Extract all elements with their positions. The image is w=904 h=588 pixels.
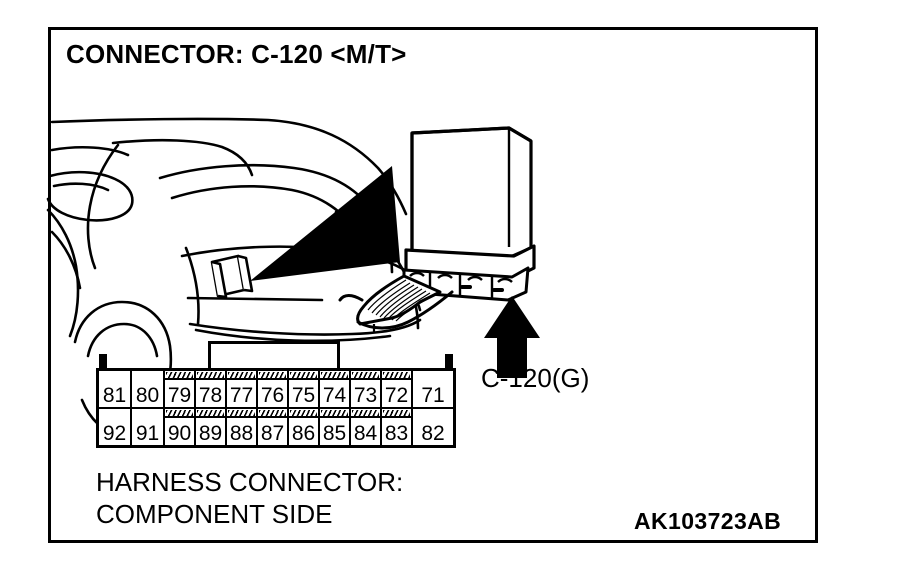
figure-art-code: AK103723AB	[634, 508, 782, 534]
pin-number: 84	[353, 422, 378, 445]
pin-number: 78	[198, 384, 223, 407]
pin-cell-81: 81	[99, 371, 132, 407]
connector-tab-right	[445, 354, 453, 368]
connector-pin-grid: 81 80 79 78 77 76 75 74 73 72 71 92 91 90 89 88 87 86 85 8…	[96, 368, 456, 448]
connector-callout-label: C-120(G)	[481, 363, 590, 393]
caption-line-2: COMPONENT SIDE	[96, 499, 333, 529]
pin-cell-72: 72	[382, 371, 413, 407]
pin-number: 92	[102, 422, 127, 445]
pin-number: 86	[291, 422, 316, 445]
pin-cell-80: 80	[132, 371, 165, 407]
pin-number: 88	[229, 422, 254, 445]
pin-cell-75: 75	[289, 371, 320, 407]
pin-cell-82: 82	[413, 409, 453, 445]
pin-number: 71	[421, 384, 445, 407]
pin-number: 87	[260, 422, 285, 445]
pin-number: 77	[229, 384, 254, 407]
pin-number: 72	[384, 384, 409, 407]
pin-cell-92: 92	[99, 409, 132, 445]
caption-line-1: HARNESS CONNECTOR:	[96, 467, 404, 497]
pin-cell-84: 84	[351, 409, 382, 445]
pin-cell-89: 89	[196, 409, 227, 445]
pin-number: 82	[421, 422, 445, 445]
figure-caption: HARNESS CONNECTOR: COMPONENT SIDE	[96, 466, 403, 530]
connector-tab-left	[99, 354, 107, 368]
pin-number: 89	[198, 422, 223, 445]
pin-number: 73	[353, 384, 378, 407]
pin-cell-73: 73	[351, 371, 382, 407]
pin-number: 81	[102, 384, 127, 407]
pin-cell-71: 71	[413, 371, 453, 407]
pin-cell-87: 87	[258, 409, 289, 445]
pin-cell-85: 85	[320, 409, 351, 445]
pin-number: 75	[291, 384, 316, 407]
pin-cell-78: 78	[196, 371, 227, 407]
pin-row-top: 81 80 79 78 77 76 75 74 73 72 71	[99, 371, 453, 409]
pin-cell-90: 90	[165, 409, 196, 445]
connector-latch	[208, 341, 340, 370]
pin-cell-88: 88	[227, 409, 258, 445]
pin-cell-79: 79	[165, 371, 196, 407]
pin-number: 85	[322, 422, 347, 445]
pin-cell-76: 76	[258, 371, 289, 407]
pin-number: 79	[167, 384, 192, 407]
pin-row-bottom: 92 91 90 89 88 87 86 85 84 83 82	[99, 409, 453, 445]
pin-cell-77: 77	[227, 371, 258, 407]
pin-number: 90	[167, 422, 192, 445]
pin-number: 83	[384, 422, 409, 445]
pin-cell-91: 91	[132, 409, 165, 445]
pin-cell-86: 86	[289, 409, 320, 445]
pin-number: 91	[135, 422, 160, 445]
pin-cell-83: 83	[382, 409, 413, 445]
pin-cell-74: 74	[320, 371, 351, 407]
pin-number: 76	[260, 384, 285, 407]
pin-number: 80	[135, 384, 160, 407]
pin-number: 74	[322, 384, 347, 407]
figure-title: CONNECTOR: C-120 <M/T>	[66, 39, 407, 69]
